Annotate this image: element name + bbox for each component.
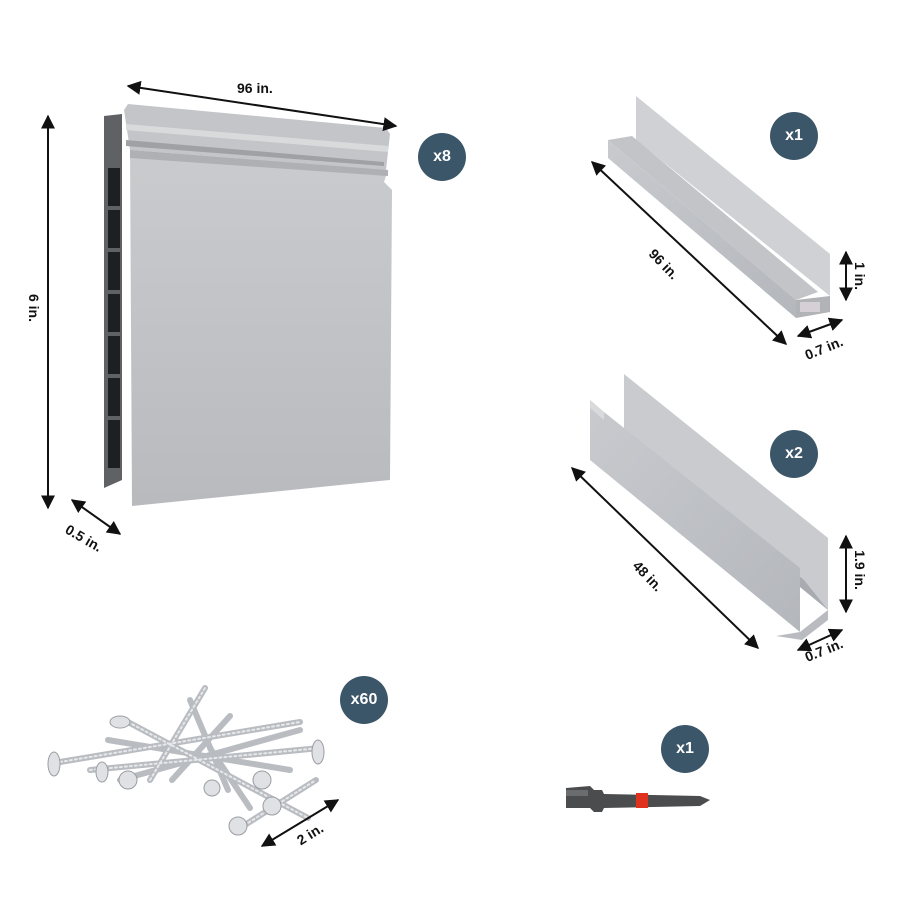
width-arrow: [796, 628, 844, 652]
length-arrow: [590, 161, 788, 345]
quantity-badge: x1: [661, 725, 709, 773]
quantity-label: x2: [785, 445, 803, 462]
quantity-badge: x8: [418, 133, 466, 181]
quantity-label: x60: [350, 691, 378, 708]
quantity-label: x8: [433, 148, 451, 165]
length-arrow: [260, 799, 340, 847]
quantity-badge: x2: [770, 430, 818, 478]
u-channel-height-label: 1.9 in.: [851, 550, 868, 590]
quantity-badge: x1: [770, 112, 818, 160]
thickness-arrow: [70, 499, 122, 535]
panel-height-label: 6 in.: [26, 293, 43, 323]
quantity-badge: x60: [340, 676, 388, 724]
width-arrow: [796, 317, 844, 339]
length-arrow: [126, 80, 398, 132]
length-arrow: [570, 467, 760, 649]
driver-bit-image: [566, 786, 710, 812]
quantity-label: x1: [676, 740, 694, 757]
panel-image: [104, 104, 392, 506]
starter-channel-height-label: 1 in.: [852, 261, 869, 291]
quantity-label: x1: [785, 127, 803, 144]
screws-image: [47, 685, 325, 836]
panel-length-label: 96 in.: [237, 80, 273, 96]
